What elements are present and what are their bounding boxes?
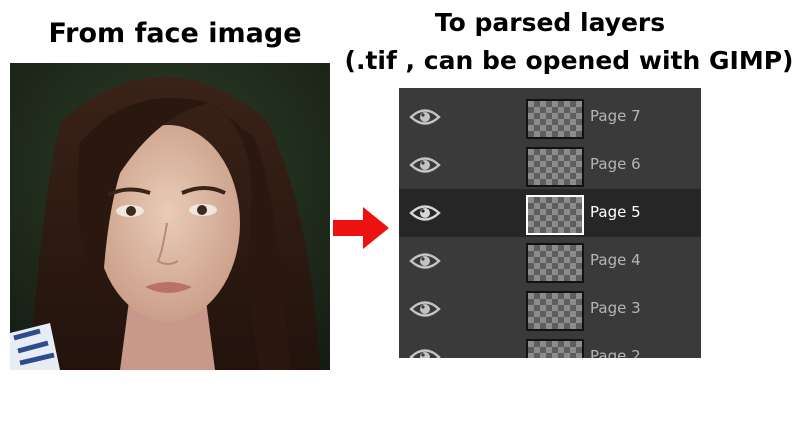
right-title-line-2: (.tif , can be opened with GIMP) [344, 46, 794, 75]
layer-thumbnail [526, 99, 584, 139]
layers-panel[interactable]: Page 7 Page 6 Page 5 Page 4 [399, 88, 701, 358]
layer-thumbnail [526, 147, 584, 187]
layer-thumbnail [526, 339, 584, 358]
layer-thumbnail [526, 195, 584, 235]
layer-row-page-2[interactable]: Page 2 [399, 333, 701, 358]
left-title: From face image [48, 18, 302, 49]
layer-row-page-4[interactable]: Page 4 [399, 237, 701, 285]
layer-thumbnail [526, 243, 584, 283]
eye-icon[interactable] [409, 345, 441, 358]
layer-label: Page 6 [590, 155, 641, 173]
layer-label: Page 4 [590, 251, 641, 269]
layer-label: Page 2 [590, 347, 641, 358]
eye-icon[interactable] [409, 249, 441, 273]
eye-icon[interactable] [409, 201, 441, 225]
right-title-line-1: To parsed layers [434, 8, 666, 37]
layer-label: Page 5 [590, 203, 641, 221]
face-photo [10, 63, 330, 370]
layer-row-page-7[interactable]: Page 7 [399, 93, 701, 141]
layer-thumbnail [526, 291, 584, 331]
eye-icon[interactable] [409, 105, 441, 129]
layer-row-page-5[interactable]: Page 5 [399, 189, 701, 237]
layer-label: Page 3 [590, 299, 641, 317]
layer-row-page-6[interactable]: Page 6 [399, 141, 701, 189]
arrow-right-icon [333, 207, 389, 249]
layer-label: Page 7 [590, 107, 641, 125]
layer-row-page-3[interactable]: Page 3 [399, 285, 701, 333]
eye-icon[interactable] [409, 297, 441, 321]
eye-icon[interactable] [409, 153, 441, 177]
